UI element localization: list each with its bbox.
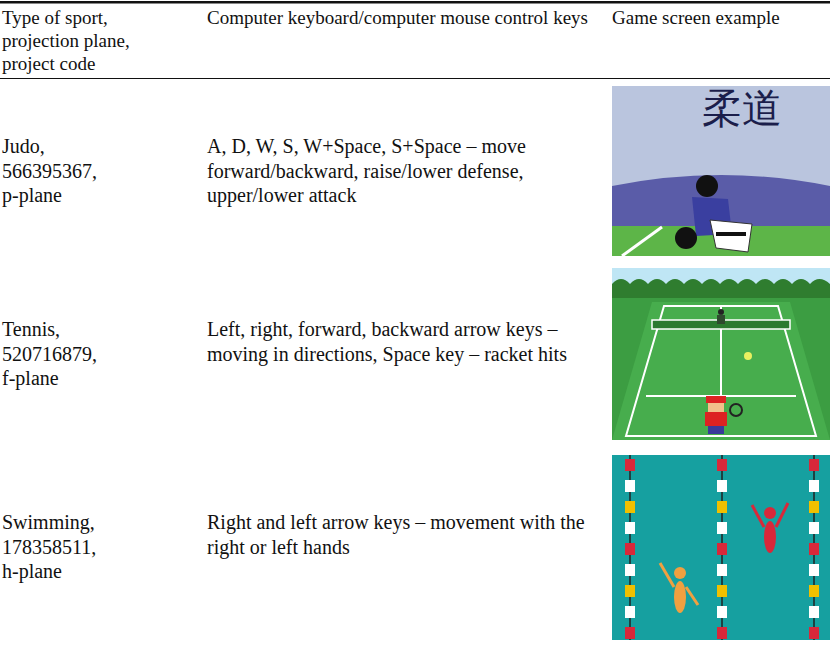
lane-float [717,459,727,471]
lane-float [809,564,819,576]
pool [612,455,830,640]
lane-float [809,543,819,555]
lane-float [625,564,635,576]
lane-float [625,522,635,534]
racket [730,404,742,416]
cell-line: 566395367, [2,159,202,183]
judoka-head [675,227,697,249]
lane-float [809,501,819,513]
tennis-court [612,302,830,440]
lane-float [809,627,819,639]
cell-line: project code [2,52,202,75]
lane-float [717,543,727,555]
far-player [718,309,724,315]
cell-line: 520716879, [2,342,202,366]
swimmer-body [674,581,686,613]
banner-text: 柔道 [702,84,782,133]
lane-float [717,480,727,492]
lane-float [809,585,819,597]
tennis-screen [612,268,830,440]
table-cell: A, D, W, S, W+Space, S+Space – move forw… [207,134,607,207]
lane-float [717,606,727,618]
tennis-trees [612,279,830,298]
court-lines [626,306,816,436]
cell-line: h-plane [2,559,202,583]
lane-float [717,627,727,639]
lane-float [717,564,727,576]
swimmer-red [752,503,788,553]
lane-float [809,480,819,492]
judoka-head [696,175,718,197]
table-cell: Left, right, forward, backward arrow key… [207,317,607,366]
judoka-belt [716,232,746,236]
cell-line: f-plane [2,366,202,390]
lane-float [625,627,635,639]
column-header: Type of sport, projection plane, project… [2,6,202,76]
mat-line [622,227,662,256]
lane-float [625,543,635,555]
cell-line: p-plane [2,183,202,207]
far-player [717,315,725,324]
cell-line: Tennis, [2,317,202,341]
lane-float [625,585,635,597]
column-header: Game screen example [612,6,827,29]
lane-float [809,459,819,471]
swimmer-body [764,521,776,553]
lane-float [717,501,727,513]
swimmer-arm [660,563,674,587]
lane-float [625,606,635,618]
tennis-ball [744,352,752,360]
tennis-ground [612,268,830,440]
lane-float [717,585,727,597]
player-face [708,403,724,412]
swimmer-arm [752,505,764,527]
swimming-screen [612,455,830,640]
judoka-white-gi [710,220,752,252]
lane-float [809,522,819,534]
column-header: Computer keyboard/computer mouse control… [207,6,607,29]
lane-float [625,501,635,513]
player-legs [708,426,724,434]
swimmer-head [674,567,686,579]
player-cap [706,396,726,403]
player-body [705,412,727,426]
top-rule [0,1,830,4]
table-cell: Tennis, 520716879, f-plane [2,317,202,390]
cell-line: 178358511, [2,535,202,559]
cell-line: Judo, [2,134,202,158]
table-cell: Right and left arrow keys – movement wit… [207,510,607,559]
header-rule [0,78,830,79]
table-cell: Judo, 566395367, p-plane [2,134,202,207]
table-cell: Swimming, 178358511, h-plane [2,510,202,583]
cell-line: projection plane, [2,29,202,52]
cell-line: Swimming, [2,510,202,534]
lane-float [625,459,635,471]
lane-float [625,480,635,492]
lane-float [717,522,727,534]
cell-line: Type of sport, [2,6,202,29]
swimmer-orange [660,563,698,613]
lane-ropes [625,455,819,640]
swimmer-arm [776,503,788,527]
swimmer-arm [686,587,698,605]
lane-float [809,606,819,618]
swimmer-head [764,507,776,519]
